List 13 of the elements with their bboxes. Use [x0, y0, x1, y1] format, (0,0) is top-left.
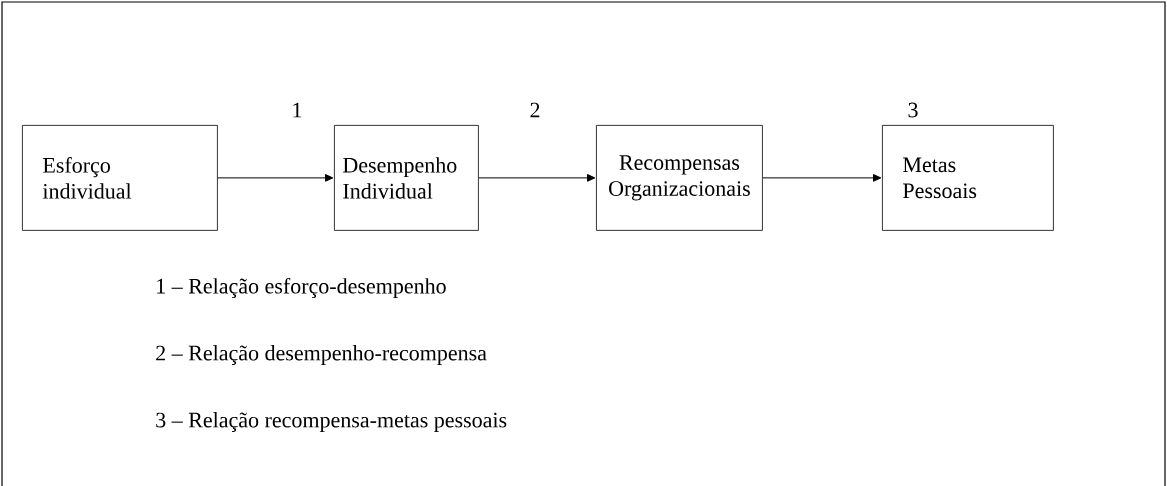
note-text: 3 – Relação recompensa-metas pessoais [156, 412, 507, 432]
note-text: 2 – Relação desempenho-recompensa [156, 345, 487, 365]
arrow [217, 174, 334, 182]
arrow [762, 174, 882, 182]
process-box: Metas Pessoais [882, 125, 1054, 231]
arrow [478, 174, 596, 182]
note-text: 1 – Relação esforço-desempenho [157, 277, 446, 299]
edge-label: 3 [906, 101, 920, 119]
edge-label: 2 [528, 101, 542, 119]
edge-label: 1 [290, 101, 304, 119]
process-box: Esforço individual [22, 125, 218, 231]
process-box: Desempenho Individual [334, 125, 479, 231]
process-box: Recompensas Organizacionais [596, 125, 763, 231]
